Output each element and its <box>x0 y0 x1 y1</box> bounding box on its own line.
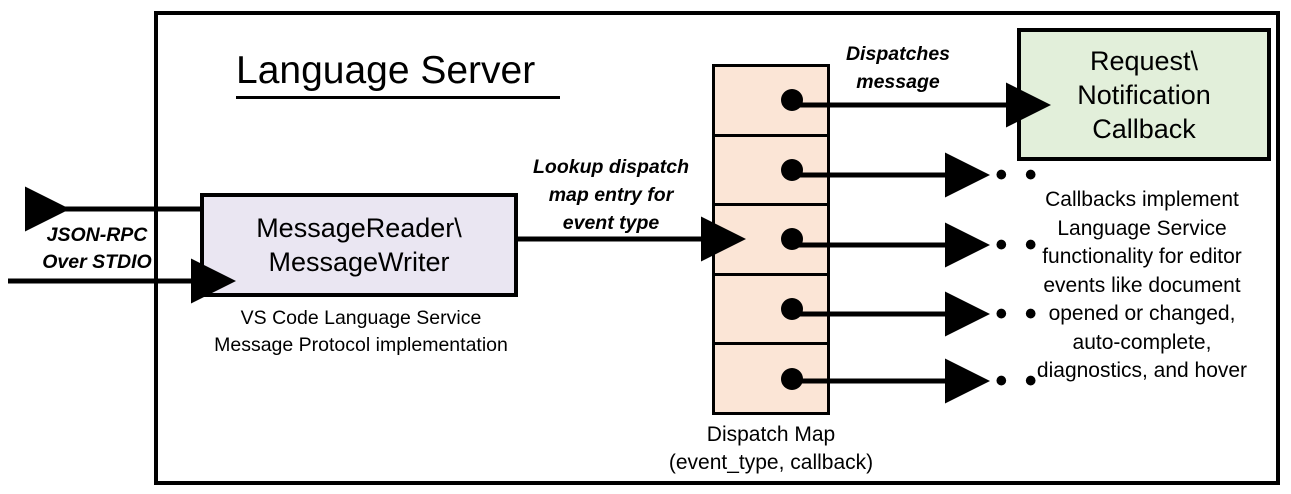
dispatch-map-table[interactable] <box>712 64 830 415</box>
message-reader-writer-box[interactable]: MessageReader\ MessageWriter <box>200 193 518 297</box>
callback-caption-line7: diagnostics, and hover <box>1036 359 1248 382</box>
table-row[interactable] <box>712 203 830 276</box>
dispatch-map-caption-line2: (event_type, callback) <box>668 451 874 474</box>
json-rpc-label-line2: Over STDIO <box>42 251 152 273</box>
lookup-dispatch-label: Lookup dispatch map entry for event type <box>516 153 706 237</box>
table-row[interactable] <box>712 133 830 207</box>
language-server-boundary <box>154 11 1280 485</box>
lookup-label-line2: map entry for <box>548 184 674 206</box>
message-writer-line: MessageWriter <box>268 247 450 277</box>
callback-caption-line2: Language Service <box>1057 216 1227 240</box>
entry-dot-icon <box>781 228 803 251</box>
callback-caption-line4: events like document <box>1043 273 1241 297</box>
callback-caption-line5: opened or changed, <box>1048 302 1236 325</box>
message-reader-caption: VS Code Language Service Message Protoco… <box>196 305 526 359</box>
json-rpc-label: JSON-RPC Over STDIO <box>22 222 172 276</box>
table-row[interactable] <box>712 342 830 415</box>
lookup-label-line1: Lookup dispatch <box>533 156 689 178</box>
callback-caption-line1: Callbacks implement <box>1045 188 1239 211</box>
ellipsis-row3: • • • <box>966 226 1041 264</box>
callback-caption-line6: auto-complete, <box>1072 330 1212 354</box>
table-row[interactable] <box>712 64 830 137</box>
ellipsis-row4: • • • <box>966 295 1041 333</box>
dispatches-label-line2: message <box>856 71 940 93</box>
dispatches-message-label: Dispatches message <box>833 40 963 96</box>
request-notification-callback-box[interactable]: Request\ Notification Callback <box>1017 28 1271 161</box>
callback-caption: Callbacks implement Language Service fun… <box>1009 186 1275 386</box>
dispatches-label-line1: Dispatches <box>845 43 951 65</box>
entry-dot-icon <box>781 158 803 181</box>
lookup-label-line3: event type <box>562 212 660 234</box>
entry-dot-icon <box>781 89 803 112</box>
callback-caption-line3: functionality for editor <box>1042 245 1242 268</box>
callback-line2: Notification <box>1077 79 1211 110</box>
ellipsis-row2: • • • <box>966 156 1041 194</box>
entry-dot-icon <box>781 367 803 390</box>
message-reader-line: MessageReader\ <box>256 213 462 243</box>
table-row[interactable] <box>712 272 830 346</box>
dispatch-map-caption: Dispatch Map (event_type, callback) <box>640 421 902 477</box>
entry-dot-icon <box>781 298 803 321</box>
message-reader-writer-text: MessageReader\ MessageWriter <box>256 211 462 279</box>
callback-line1: Request\ <box>1089 45 1199 76</box>
dispatch-map-caption-line1: Dispatch Map <box>706 423 836 446</box>
ellipsis-row5: • • • <box>966 362 1041 400</box>
callback-box-text: Request\ Notification Callback <box>1077 44 1211 146</box>
page-title: Language Server <box>236 48 560 99</box>
callback-line3: Callback <box>1092 113 1196 144</box>
message-reader-caption-line1: VS Code Language Service <box>240 307 482 329</box>
message-reader-caption-line2: Message Protocol implementation <box>214 334 508 356</box>
json-rpc-label-line1: JSON-RPC <box>46 224 148 246</box>
